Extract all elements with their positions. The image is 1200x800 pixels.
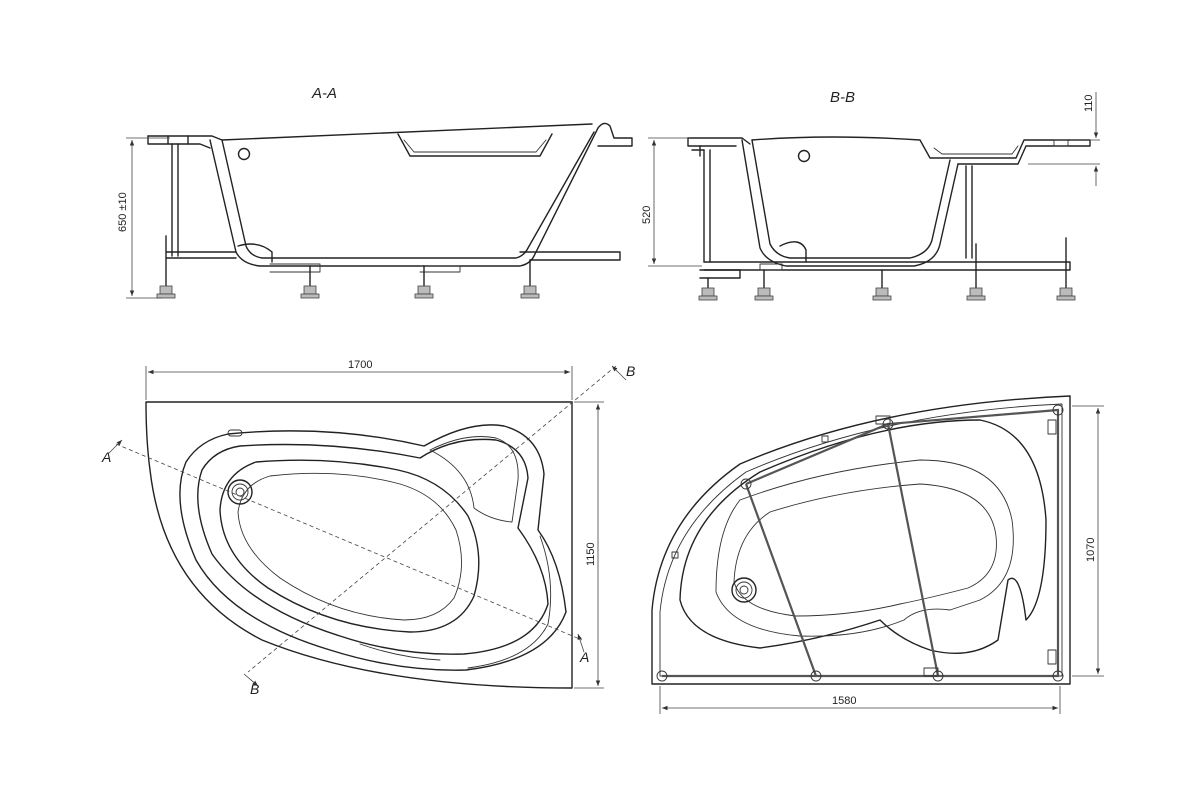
section-bb-view: B-B bbox=[641, 89, 1100, 301]
cut-a-label-right: A bbox=[579, 649, 589, 665]
aa-leg-1 bbox=[156, 235, 176, 299]
bb-rim-dim: 110 bbox=[1083, 94, 1095, 112]
plan-frame-drain bbox=[731, 577, 757, 603]
plan-top-width-dim: 1700 bbox=[348, 359, 372, 371]
plan-top-drain bbox=[227, 479, 253, 505]
frame-bolt bbox=[1052, 670, 1064, 682]
plan-frame-width-dim: 1580 bbox=[832, 695, 856, 707]
bb-leg-3 bbox=[872, 269, 892, 301]
cut-b-label-top: B bbox=[626, 363, 635, 379]
section-bb-title: B-B bbox=[830, 89, 855, 106]
bb-leg-5 bbox=[1056, 237, 1076, 301]
section-aa-title: A-A bbox=[311, 85, 337, 102]
aa-leg-3 bbox=[414, 265, 434, 299]
plan-top-height-dim: 1150 bbox=[585, 542, 597, 566]
frame-bolt bbox=[656, 670, 668, 682]
section-aa-view: A-A bbox=[117, 85, 633, 299]
plan-frame-view: 1580 1070 bbox=[651, 395, 1104, 714]
cut-b-label-bottom: B bbox=[250, 681, 259, 697]
frame-bolt bbox=[740, 478, 752, 490]
aa-leg-2 bbox=[300, 265, 320, 299]
bb-height-dim: 520 bbox=[641, 206, 653, 224]
cut-a-label-left: A bbox=[101, 449, 111, 465]
plan-top-view: A A B B 1700 1150 bbox=[101, 359, 635, 697]
aa-height-dim: 650 ±10 bbox=[117, 192, 129, 232]
bb-leg-4 bbox=[966, 243, 986, 301]
frame-bolt bbox=[1052, 404, 1064, 416]
bb-leg-1 bbox=[698, 277, 718, 301]
aa-leg-4 bbox=[520, 259, 540, 299]
plan-frame-height-dim: 1070 bbox=[1085, 538, 1097, 562]
frame-bolt bbox=[810, 670, 822, 682]
bb-leg-2 bbox=[754, 269, 774, 301]
